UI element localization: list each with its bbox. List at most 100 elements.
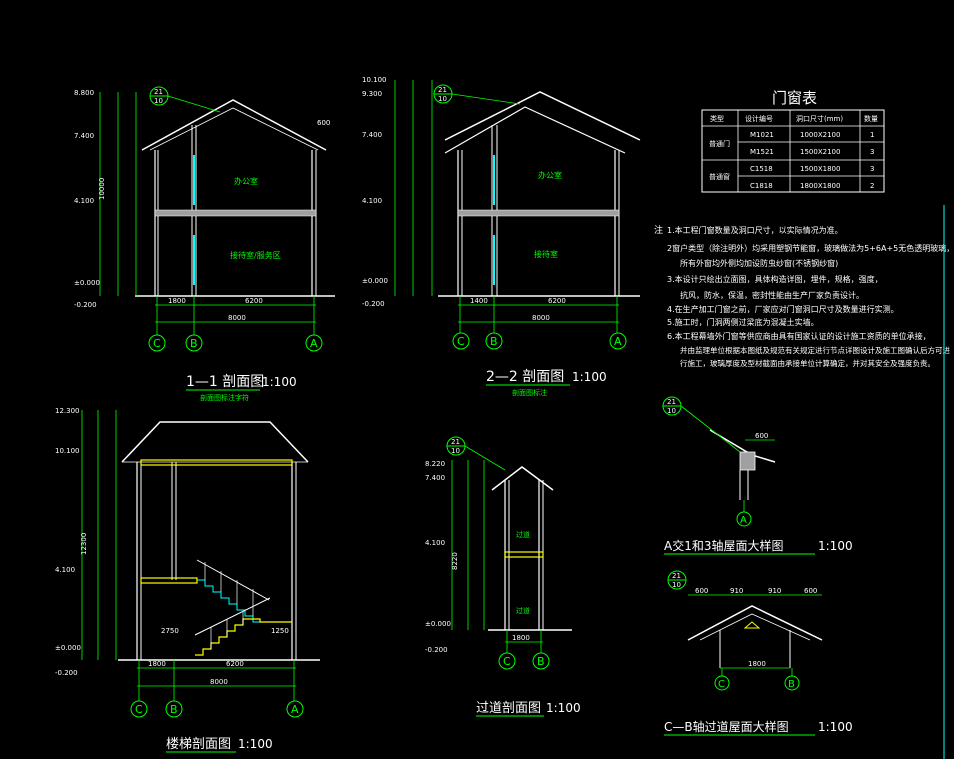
s22-room-lower: 接待室 bbox=[534, 249, 558, 259]
s11-dim-h1: 10000 bbox=[98, 178, 106, 200]
passage-elev-mid2: 4.100 bbox=[425, 539, 445, 547]
stair-flight-lower bbox=[195, 618, 292, 656]
table-row-2-qty: 3 bbox=[870, 165, 874, 173]
s11-dim-left: 1800 bbox=[168, 297, 186, 305]
detail-a-eave bbox=[739, 451, 756, 471]
detail-cb-callout-bottom: 10 bbox=[672, 581, 681, 589]
note-2: 2窗户类型（除注明外）均采用塑钢节能窗，玻璃做法为5+6A+5无色透明玻璃， bbox=[667, 243, 954, 253]
passage-dim-w: 1800 bbox=[512, 634, 530, 642]
detail-a-title: A交1和3轴屋面大样图 bbox=[664, 538, 783, 553]
passage-elev-neg: -0.200 bbox=[425, 646, 448, 654]
table-row-2-code: C1518 bbox=[750, 165, 773, 173]
s22-subtitle: 剖面图标注 bbox=[512, 388, 547, 397]
stair-axis-b-label: B bbox=[170, 703, 178, 716]
s11-dim-overhang: 600 bbox=[317, 119, 330, 127]
stair-top-beam bbox=[140, 459, 293, 466]
passage-scale: 1:100 bbox=[546, 701, 581, 715]
s11-callout-top: 21 bbox=[154, 88, 163, 96]
s22-axis-a-label: A bbox=[614, 335, 622, 348]
passage-section: 过道 过道 8.220 7.400 4.100 ±0.000 -0.200 82… bbox=[425, 436, 581, 717]
stair-axis-c bbox=[130, 700, 148, 718]
passage-axis-b bbox=[532, 652, 550, 670]
s11-callout-bottom: 10 bbox=[154, 97, 163, 105]
stair-elev-neg: -0.200 bbox=[55, 669, 78, 677]
detail-cb-dim-w: 1800 bbox=[748, 660, 766, 668]
table-row-0-type: 普通门 bbox=[709, 139, 730, 148]
table-header-type: 类型 bbox=[710, 114, 724, 123]
detail-cb-dim2: 910 bbox=[730, 587, 743, 595]
s11-axis-c bbox=[148, 334, 166, 352]
detail-cb-roof bbox=[687, 605, 823, 641]
detail-a-dim: 600 bbox=[755, 432, 768, 440]
passage-axis-b-label: B bbox=[537, 655, 545, 668]
s11-elev-mid2: 4.100 bbox=[74, 197, 94, 205]
s22-dim-right: 6200 bbox=[548, 297, 566, 305]
s22-roof-upper bbox=[444, 91, 641, 141]
passage-room-upper: 过道 bbox=[516, 530, 530, 539]
detail-cb-axis-b-label: B bbox=[788, 679, 795, 690]
s22-elev-mid0: 9.300 bbox=[362, 90, 382, 98]
roof-detail-cb: 600 910 910 600 1800 C B 21 10 C—B轴过道屋面大… bbox=[664, 570, 853, 736]
note-1: 1.本工程门窗数量及洞口尺寸，以实际情况为准。 bbox=[667, 225, 843, 235]
s11-roof bbox=[141, 99, 327, 151]
detail-cb-axis-c bbox=[714, 675, 730, 691]
detail-a-callout-bottom: 10 bbox=[667, 407, 676, 415]
passage-dim-h: 8220 bbox=[451, 552, 459, 570]
stair-section: 2750 1250 12.300 10.100 4.100 ±0.000 -0.… bbox=[55, 407, 320, 753]
passage-elev-top: 8.220 bbox=[425, 460, 445, 468]
s11-floor-slab bbox=[154, 209, 317, 217]
section-2-2: 办公室 接待室 10.100 9.300 7.400 4.100 ±0.000 … bbox=[362, 76, 641, 397]
passage-roof bbox=[491, 466, 554, 491]
s22-dim-total: 8000 bbox=[532, 314, 550, 322]
stair-axis-a-label: A bbox=[291, 703, 299, 716]
s22-elev-mid2: 4.100 bbox=[362, 197, 382, 205]
s11-elev-zero: ±0.000 bbox=[74, 279, 100, 287]
stair-dim-left: 1800 bbox=[148, 660, 166, 668]
s22-axis-b-label: B bbox=[490, 335, 498, 348]
notes-label: 注 bbox=[654, 224, 663, 236]
stair-dim-stair2: 1250 bbox=[271, 627, 289, 635]
s22-scale: 1:100 bbox=[572, 370, 607, 384]
stair-elev-zero: ±0.000 bbox=[55, 644, 81, 652]
table-row-0-code: M1021 bbox=[750, 131, 774, 139]
s11-axis-a bbox=[305, 334, 323, 352]
stair-elev-mid2: 4.100 bbox=[55, 566, 75, 574]
section-1-1: 办公室 接待室/服务区 8.800 7.400 4.100 ±0.000 -0.… bbox=[74, 86, 335, 402]
note-10: 行施工，玻璃厚度及型材截面由承接单位计算确定，并对其安全及强度负责。 bbox=[680, 358, 935, 368]
table-row-1-code: M1521 bbox=[750, 148, 774, 156]
s22-elev-neg: -0.200 bbox=[362, 300, 385, 308]
table-row-0-size: 1000X2100 bbox=[800, 131, 840, 139]
table-frame bbox=[701, 109, 885, 193]
s22-callout-leader bbox=[451, 93, 521, 105]
roof-detail-a: 600 A 21 10 A交1和3轴屋面大样图 1:100 bbox=[662, 396, 853, 555]
table-row-1-size: 1500X2100 bbox=[800, 148, 840, 156]
note-3: 所有外窗均外侧均加设防虫纱窗(不锈钢纱窗) bbox=[680, 258, 838, 268]
s22-axis-a bbox=[609, 332, 627, 350]
s11-elev-top: 8.800 bbox=[74, 89, 94, 97]
detail-cb-roof-inner bbox=[699, 613, 811, 641]
s11-axis-c-label: C bbox=[153, 337, 161, 350]
passage-callout-top: 21 bbox=[451, 438, 460, 446]
stair-dim-h: 12300 bbox=[80, 533, 88, 555]
s22-axis-c-label: C bbox=[457, 335, 465, 348]
s22-title: 2—2 剖面图 bbox=[486, 369, 564, 385]
table-title: 门窗表 bbox=[772, 89, 817, 107]
note-7: 5.施工时，门洞两侧过梁底为混凝土实墙。 bbox=[667, 317, 819, 327]
detail-a-callout-top: 21 bbox=[667, 398, 676, 406]
table-header-size: 洞口尺寸(mm) bbox=[796, 114, 843, 123]
detail-cb-title: C—B轴过道屋面大样图 bbox=[664, 719, 789, 734]
passage-axis-c-label: C bbox=[503, 655, 511, 668]
s11-elev-neg: -0.200 bbox=[74, 301, 97, 309]
s11-callout-leader bbox=[167, 95, 221, 113]
s11-scale: 1:100 bbox=[262, 375, 297, 389]
s11-axis-b bbox=[185, 334, 203, 352]
detail-cb-dim3: 910 bbox=[768, 587, 781, 595]
passage-elev-mid1: 7.400 bbox=[425, 474, 445, 482]
table-row-3-size: 1800X1800 bbox=[800, 182, 840, 190]
passage-axis-c bbox=[498, 652, 516, 670]
note-8: 6.本工程幕墙外门窗等供应商由具有国家认证的设计施工资质的单位承接， bbox=[667, 331, 931, 341]
s11-axis-b-label: B bbox=[190, 337, 198, 350]
table-header-code: 设计编号 bbox=[745, 114, 773, 123]
s22-elev-zero: ±0.000 bbox=[362, 277, 388, 285]
detail-cb-callout-top: 21 bbox=[672, 572, 681, 580]
